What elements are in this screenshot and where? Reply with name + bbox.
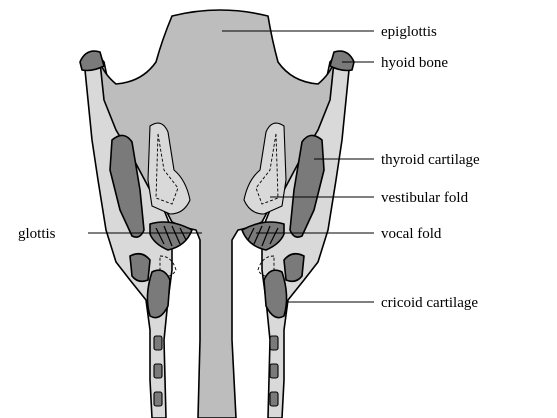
label-vestibular-fold: vestibular fold [381, 190, 469, 206]
hyoid-bone-left [80, 51, 104, 70]
tracheal-ring [154, 364, 162, 378]
tracheal-ring [270, 392, 278, 406]
tracheal-ring [270, 364, 278, 378]
tracheal-ring [270, 336, 278, 350]
label-thyroid-cartilage: thyroid cartilage [381, 152, 480, 168]
label-hyoid-bone: hyoid bone [381, 55, 448, 71]
label-vocal-fold: vocal fold [381, 226, 442, 242]
tracheal-ring [154, 392, 162, 406]
label-glottis: glottis [18, 226, 56, 242]
tracheal-ring [154, 336, 162, 350]
arytenoid-right [284, 254, 304, 282]
tracheal-rings-left [154, 336, 162, 406]
hyoid-bone-right [330, 51, 354, 70]
label-cricoid-cartilage: cricoid cartilage [381, 295, 478, 311]
label-epiglottis: epiglottis [381, 24, 437, 40]
arytenoid-left [130, 254, 150, 282]
tracheal-rings-right [270, 336, 278, 406]
